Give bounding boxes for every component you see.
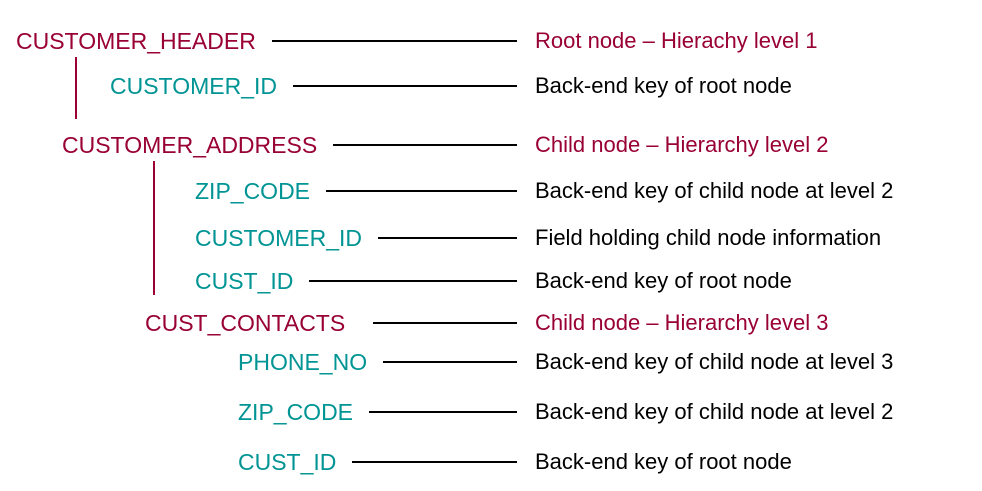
connector-line xyxy=(378,237,517,239)
diagram-row: CUST_ID Back-end key of root node xyxy=(195,268,982,294)
connector-line xyxy=(309,280,517,282)
node-label: CUST_CONTACTS xyxy=(145,310,346,336)
diagram-row: ZIP_CODE Back-end key of child node at l… xyxy=(238,399,982,425)
diagram-row: CUST_ID Back-end key of root node xyxy=(238,449,982,475)
hierarchy-connector-line xyxy=(75,57,77,119)
row-description: Field holding child node information xyxy=(535,225,882,250)
row-description: Child node – Hierarchy level 3 xyxy=(535,310,829,335)
connector-line xyxy=(352,461,517,463)
row-description: Root node – Hierachy level 1 xyxy=(535,28,818,53)
key-label: ZIP_CODE xyxy=(195,178,311,204)
diagram-row: CUSTOMER_HEADER Root node – Hierachy lev… xyxy=(16,28,982,54)
connector-line xyxy=(333,144,517,146)
node-label: CUSTOMER_HEADER xyxy=(16,28,256,54)
connector-line xyxy=(271,40,517,42)
hierarchy-connector-line xyxy=(153,161,155,295)
key-label: PHONE_NO xyxy=(238,349,368,375)
key-label: CUSTOMER_ID xyxy=(110,73,277,99)
key-label: ZIP_CODE xyxy=(238,399,354,425)
diagram-row: CUSTOMER_ADDRESS Child node – Hierarchy … xyxy=(62,132,982,158)
diagram-row: CUSTOMER_ID Back-end key of root node xyxy=(110,73,982,99)
connector-line xyxy=(326,190,517,192)
row-description: Back-end key of child node at level 2 xyxy=(535,399,894,424)
row-description: Back-end key of root node xyxy=(535,268,792,293)
row-description: Back-end key of child node at level 2 xyxy=(535,178,894,203)
connector-line xyxy=(383,361,517,363)
row-description: Back-end key of root node xyxy=(535,73,792,98)
connector-line xyxy=(369,411,517,413)
diagram-row: CUST_CONTACTS Child node – Hierarchy lev… xyxy=(145,310,982,336)
row-description: Back-end key of child node at level 3 xyxy=(535,349,894,374)
diagram-row: PHONE_NO Back-end key of child node at l… xyxy=(238,349,982,375)
node-label: CUSTOMER_ADDRESS xyxy=(62,132,318,158)
row-description: Child node – Hierarchy level 2 xyxy=(535,132,829,157)
diagram-row: CUSTOMER_ID Field holding child node inf… xyxy=(195,225,982,251)
diagram-row: ZIP_CODE Back-end key of child node at l… xyxy=(195,178,982,204)
connector-line xyxy=(293,85,517,87)
key-label: CUSTOMER_ID xyxy=(195,225,362,251)
row-description: Back-end key of root node xyxy=(535,449,792,474)
key-label: CUST_ID xyxy=(195,268,294,294)
connector-line xyxy=(373,322,517,324)
key-label: CUST_ID xyxy=(238,449,337,475)
